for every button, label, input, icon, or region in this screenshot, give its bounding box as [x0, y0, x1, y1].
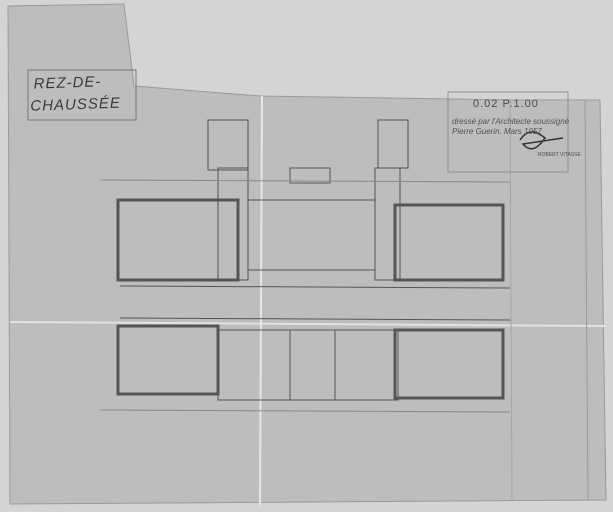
drawing-scale: 0.02 P.1.00 [473, 98, 539, 110]
architect-stamp: ROBERT VITASSE [538, 152, 581, 158]
drawn-by-line-1: dressé par l'Architecte soussigné [452, 117, 570, 126]
tracing-paper [7, 3, 607, 505]
signature [519, 131, 564, 150]
title-line-2: CHAUSSÉE [30, 94, 122, 115]
drawn-by-line-2: Pierre Guerin. Mars 1957 [452, 127, 542, 136]
floor-plan [99, 119, 511, 413]
drawing-title: REZ-DE- CHAUSSÉE [27, 68, 137, 122]
title-line-1: REZ-DE- [33, 73, 102, 93]
drawn-by-note: dressé par l'Architecte soussigné Pierre… [452, 117, 602, 137]
